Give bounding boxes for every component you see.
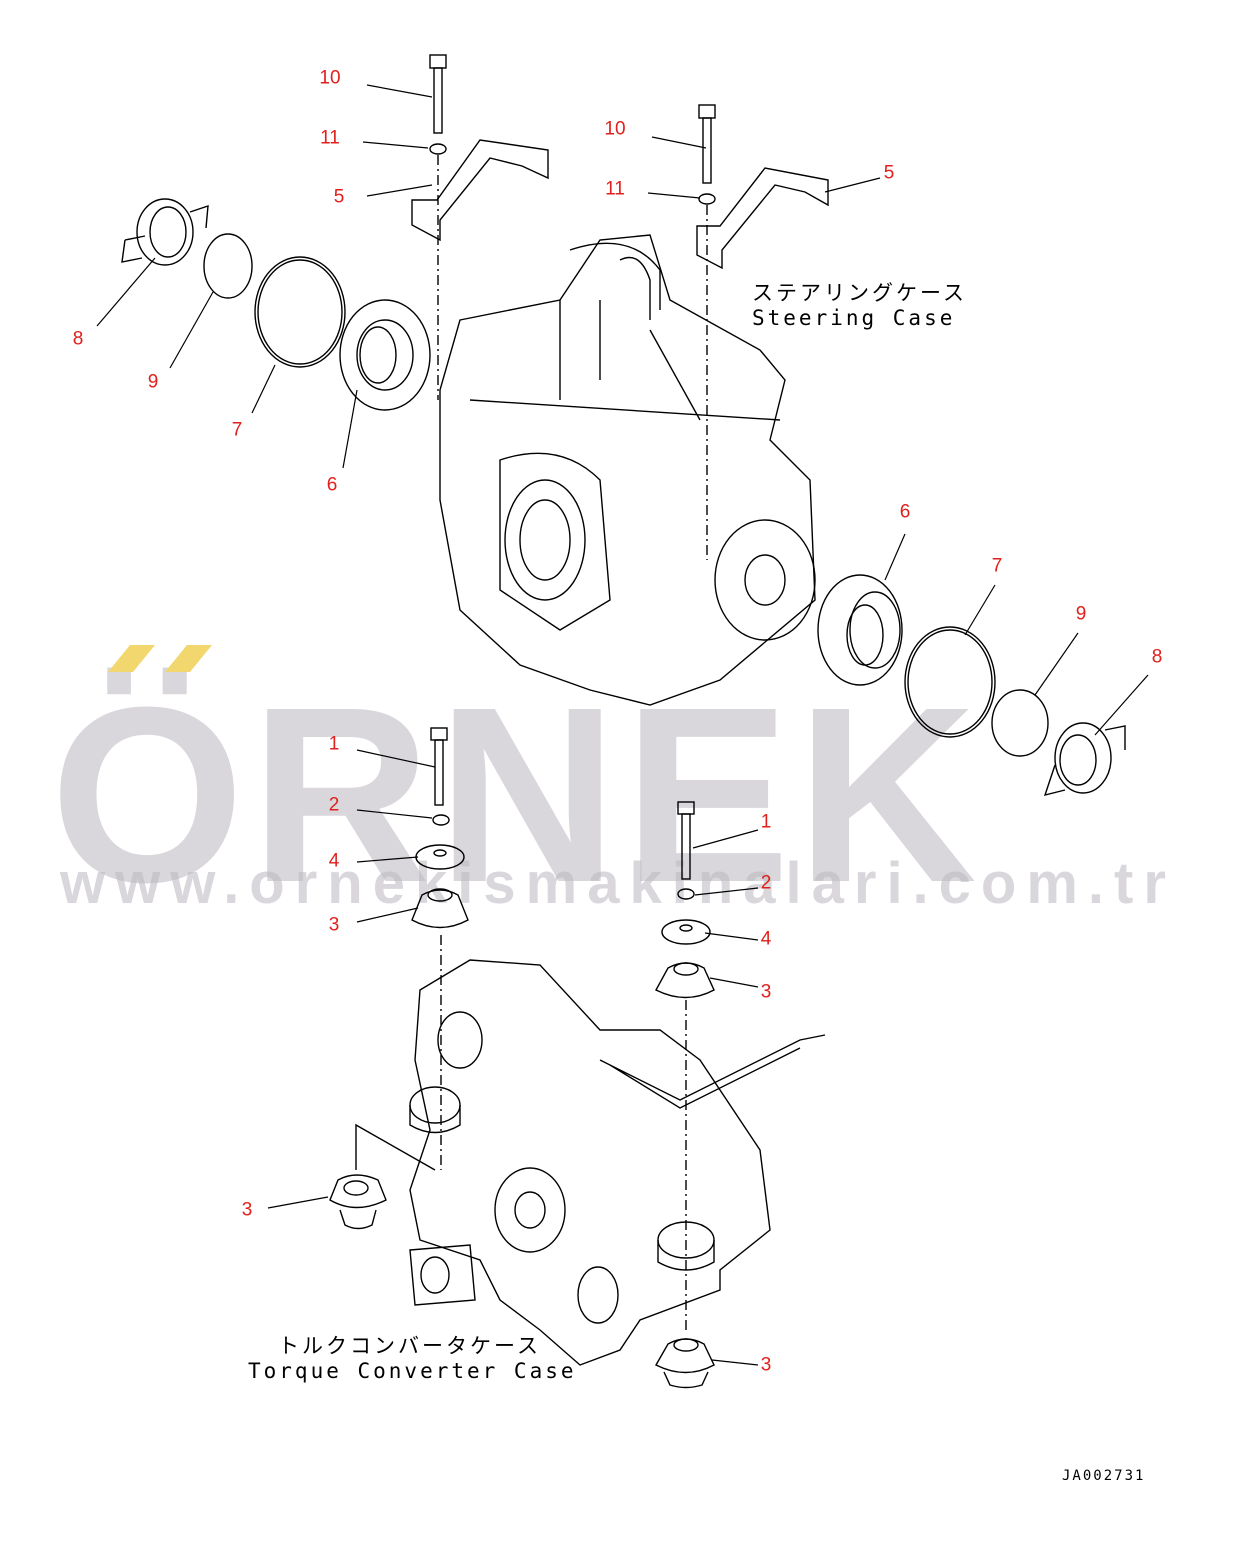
callout-number: 9 (147, 371, 159, 393)
bracket-5-left (411, 139, 549, 242)
leader-line (356, 907, 419, 923)
steering-case-caption-jp: ステアリングケース (752, 281, 967, 305)
washer-11-right (698, 193, 716, 205)
callout-number: 2 (760, 872, 772, 894)
leader-line (342, 389, 358, 469)
bolt-10-left (429, 54, 447, 69)
leader-line (704, 932, 759, 941)
callout-number: 4 (328, 850, 340, 872)
callout-number: 3 (328, 914, 340, 936)
callout-number: 3 (760, 1354, 772, 1376)
callout-number: 5 (883, 162, 895, 184)
leader-line (709, 977, 759, 988)
callout-number: 1 (328, 733, 340, 755)
watermark-url: www.ornekismakinalari.com.tr (60, 851, 1176, 916)
torque-converter-case-drawing (409, 959, 826, 1366)
washer-11-left (429, 143, 447, 155)
callout-number: 6 (326, 474, 338, 496)
watermark-brand: ÖRNEK (50, 655, 983, 934)
leader-line (1034, 632, 1079, 696)
torque-case-caption-en: Torque Converter Case (248, 1359, 577, 1383)
callout-number: 10 (319, 67, 341, 89)
watermark-accent (108, 645, 155, 672)
leader-line (356, 856, 419, 863)
callout-number: 7 (991, 555, 1003, 577)
leader-lines (96, 84, 1149, 1366)
callout-number: 1 (760, 811, 772, 833)
leader-line (1094, 674, 1149, 736)
mount-parts (329, 727, 715, 1389)
leader-line (884, 533, 906, 581)
leader-line (356, 749, 436, 768)
leader-line (694, 887, 759, 896)
callout-number: 8 (72, 328, 84, 350)
callout-number: 6 (899, 501, 911, 523)
callout-number: 3 (760, 981, 772, 1003)
leader-line (824, 177, 881, 193)
callout-number: 11 (320, 127, 340, 149)
bracket-5-right (696, 167, 829, 270)
torque-case-caption-jp: トルクコンバータケース (278, 1334, 541, 1358)
document-id: JA002731 (1062, 1468, 1146, 1484)
leader-line (251, 364, 276, 414)
leader-line (366, 184, 433, 197)
watermark-accent (165, 645, 212, 672)
steering-case-drawing (439, 234, 816, 706)
bolt-10-right (698, 104, 716, 119)
leader-line (366, 84, 433, 98)
callout-number: 5 (333, 186, 345, 208)
callout-number: 10 (604, 118, 626, 140)
leader-line (96, 257, 156, 327)
leader-line (356, 809, 433, 819)
callout-number: 9 (1075, 603, 1087, 625)
leader-line (362, 141, 429, 149)
left-seal-stack (121, 198, 431, 411)
callout-number: 7 (231, 419, 243, 441)
leader-line (169, 291, 214, 369)
callout-number: 4 (760, 928, 772, 950)
leader-line (267, 1196, 329, 1209)
right-seal-stack (817, 574, 1126, 796)
callout-number: 11 (605, 178, 625, 200)
leader-line (647, 192, 701, 199)
callout-number: 3 (241, 1199, 253, 1221)
leader-line (692, 829, 759, 849)
leader-line (964, 584, 996, 636)
callout-number: 2 (328, 794, 340, 816)
leader-line (711, 1359, 759, 1366)
leader-line (651, 136, 707, 149)
callout-number: 8 (1151, 646, 1163, 668)
steering-case-caption-en: Steering Case (752, 306, 956, 330)
